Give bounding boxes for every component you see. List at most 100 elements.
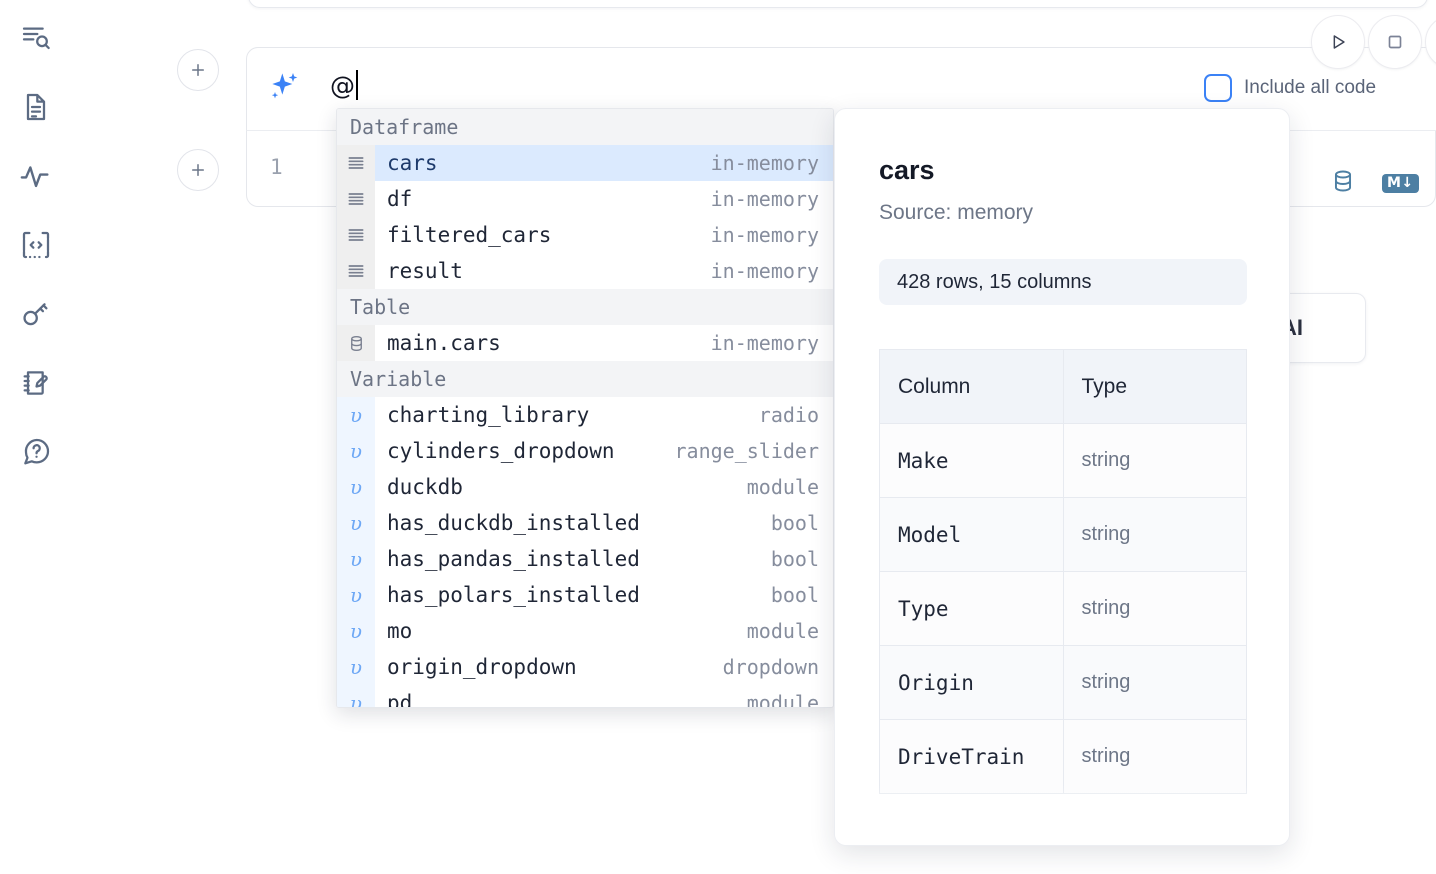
- autocomplete-group-header: Dataframe: [337, 109, 833, 145]
- autocomplete-item-name: pd: [387, 691, 413, 708]
- variable-icon: υ: [337, 397, 375, 433]
- include-all-code-row[interactable]: Include all code: [1204, 74, 1376, 102]
- variable-icon: υ: [337, 505, 375, 541]
- autocomplete-item-type: in-memory: [710, 151, 819, 175]
- autocomplete-item-name: has_pandas_installed: [387, 547, 640, 571]
- key-secrets-icon[interactable]: [16, 294, 56, 334]
- include-all-code-label: Include all code: [1244, 77, 1377, 98]
- explore-search-icon[interactable]: [16, 18, 56, 58]
- file-document-icon[interactable]: [16, 87, 56, 127]
- ai-prompt-input[interactable]: @: [330, 70, 358, 100]
- autocomplete-item-name: has_polars_installed: [387, 583, 640, 607]
- autocomplete-item-type: module: [746, 475, 819, 499]
- autocomplete-item-name: cylinders_dropdown: [387, 439, 615, 463]
- variable-icon: υ: [337, 541, 375, 577]
- variable-icon: υ: [337, 685, 375, 707]
- autocomplete-item-type: range_slider: [674, 439, 820, 463]
- autocomplete-item-name: filtered_cars: [387, 223, 552, 247]
- column-name-cell: DriveTrain: [879, 719, 1064, 794]
- column-type-cell: string: [1062, 423, 1247, 498]
- variable-icon: υ: [337, 469, 375, 505]
- detail-fade-overlay: [835, 785, 1289, 845]
- autocomplete-item-name: cars: [387, 151, 438, 175]
- cell-icon-group: M↓: [1330, 168, 1419, 199]
- run-button[interactable]: [1311, 15, 1365, 69]
- dataframe-icon: [337, 217, 375, 253]
- autocomplete-item-name: main.cars: [387, 331, 501, 355]
- autocomplete-item-type: in-memory: [710, 259, 819, 283]
- code-snippets-icon[interactable]: [16, 225, 56, 265]
- autocomplete-item[interactable]: υ charting_library radio: [337, 397, 833, 433]
- autocomplete-group-header: Table: [337, 289, 833, 325]
- autocomplete-item-type: in-memory: [710, 187, 819, 211]
- database-icon: [337, 325, 375, 361]
- stop-button[interactable]: [1368, 15, 1422, 69]
- variable-icon: υ: [337, 613, 375, 649]
- column-type-cell: string: [1062, 497, 1247, 572]
- autocomplete-item-name: has_duckdb_installed: [387, 511, 640, 535]
- detail-stats-badge: 428 rows, 15 columns: [879, 259, 1247, 305]
- sparkles-icon: [264, 68, 304, 108]
- autocomplete-item[interactable]: filtered_cars in-memory: [337, 217, 833, 253]
- variable-icon: υ: [337, 433, 375, 469]
- autocomplete-item-name: origin_dropdown: [387, 655, 577, 679]
- column-name-cell: Type: [879, 571, 1064, 646]
- autocomplete-item-type: module: [746, 619, 819, 643]
- database-icon[interactable]: [1330, 168, 1356, 199]
- autocomplete-item-type: module: [746, 691, 819, 708]
- autocomplete-item-type: radio: [758, 403, 819, 427]
- chat-question-icon[interactable]: [16, 432, 56, 472]
- column-type-cell: string: [1062, 571, 1247, 646]
- add-cell-button-bottom[interactable]: [177, 149, 219, 191]
- autocomplete-item[interactable]: υ cylinders_dropdown range_slider: [337, 433, 833, 469]
- autocomplete-item-name: df: [387, 187, 413, 211]
- activity-pulse-icon[interactable]: [16, 156, 56, 196]
- dataframe-detail-card: cars Source: memory 428 rows, 15 columns…: [834, 108, 1290, 846]
- add-cell-button-top[interactable]: [177, 49, 219, 91]
- dataframe-icon: [337, 181, 375, 217]
- code-line-number: 1: [270, 155, 283, 179]
- column-type-cell: string: [1062, 719, 1247, 794]
- ai-prompt-value: @: [330, 71, 355, 100]
- autocomplete-item-name: charting_library: [387, 403, 590, 427]
- left-sidebar: [0, 0, 72, 874]
- autocomplete-item-type: in-memory: [710, 223, 819, 247]
- markdown-icon[interactable]: M↓: [1382, 173, 1419, 194]
- autocomplete-item[interactable]: df in-memory: [337, 181, 833, 217]
- autocomplete-item[interactable]: result in-memory: [337, 253, 833, 289]
- autocomplete-item-type: dropdown: [722, 655, 819, 679]
- autocomplete-item-type: bool: [770, 511, 819, 535]
- autocomplete-item-selected[interactable]: cars in-memory: [337, 145, 833, 181]
- include-all-code-checkbox[interactable]: [1204, 74, 1232, 102]
- autocomplete-item-name: duckdb: [387, 475, 463, 499]
- dataframe-icon: [337, 253, 375, 289]
- autocomplete-item-name: result: [387, 259, 463, 283]
- autocomplete-item-type: bool: [770, 583, 819, 607]
- detail-title: cars: [879, 155, 935, 185]
- cell-above-partial: [248, 0, 1428, 8]
- column-name-cell: Model: [879, 497, 1064, 572]
- column-type-cell: string: [1062, 645, 1247, 720]
- autocomplete-item[interactable]: υ has_duckdb_installed bool: [337, 505, 833, 541]
- autocomplete-group-header: Variable: [337, 361, 833, 397]
- dataframe-icon: [337, 145, 375, 181]
- table-header-cell: Type: [1062, 349, 1247, 424]
- notebook-pencil-icon[interactable]: [16, 363, 56, 403]
- autocomplete-item-name: mo: [387, 619, 413, 643]
